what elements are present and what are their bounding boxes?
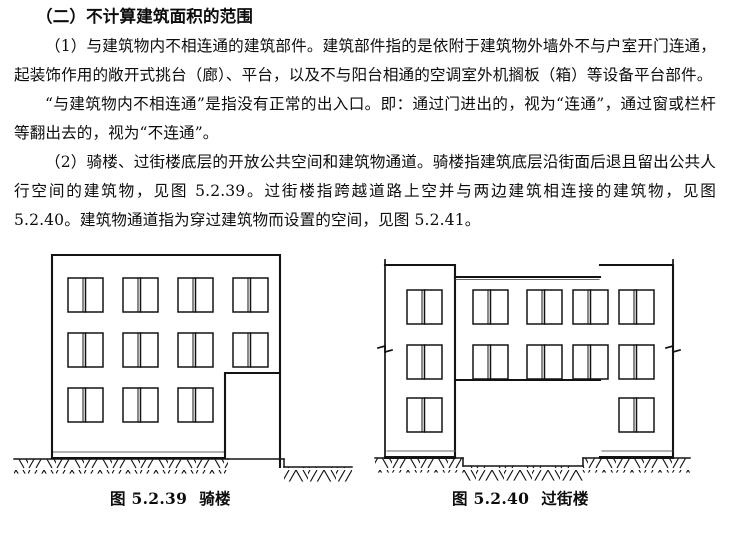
break-symbol-left [376,344,394,354]
figure-caption-5-2-39: 图 5.2.39 骑楼 [110,487,231,509]
body-text: （二）不计算建筑面积的范围 （1）与建筑物内不相连通的建筑部件。建筑部件指的是依… [14,4,716,235]
figures-drawing [13,253,691,482]
figure-title-5-2-39: 骑楼 [199,489,231,508]
figure-captions: 图 5.2.39 骑楼 图 5.2.40 过街楼 [0,487,730,517]
figure-guojielou [374,259,691,481]
qilou-building-outline [50,253,282,460]
qilou-windows-floor-3 [67,277,269,313]
paragraph-2: “与建筑物内不相连通”是指没有正常的出入口。即：通过门进出的，视为“连通”，通过… [14,95,716,142]
guojielou-right-tower-windows [618,289,655,433]
qilou-windows-floor-1 [67,387,214,423]
figure-area [0,246,730,496]
paragraph-1: （1）与建筑物内不相连通的建筑部件。建筑部件指的是依附于建筑物外墙外不与户室开门… [14,37,716,84]
figure-caption-5-2-40: 图 5.2.40 过街楼 [452,487,589,509]
guojielou-left-tower [383,263,457,460]
figure-title-5-2-40: 过街楼 [541,489,589,508]
figure-number-5-2-39: 图 5.2.39 [110,489,188,508]
figure-number-5-2-40: 图 5.2.40 [452,489,530,508]
guojielou-bridge-windows-upper [472,289,609,325]
paragraph-3: （2）骑楼、过街楼底层的开放公共空间和建筑物通道。骑楼指建筑底层沿街面后退且留出… [14,153,716,229]
qilou-windows-floor-2 [67,332,269,368]
guojielou-bridge-windows-lower [472,344,609,380]
guojielou-left-tower-windows [406,289,443,433]
section-heading: （二）不计算建筑面积的范围 [36,7,254,26]
figure-qilou [13,253,353,482]
